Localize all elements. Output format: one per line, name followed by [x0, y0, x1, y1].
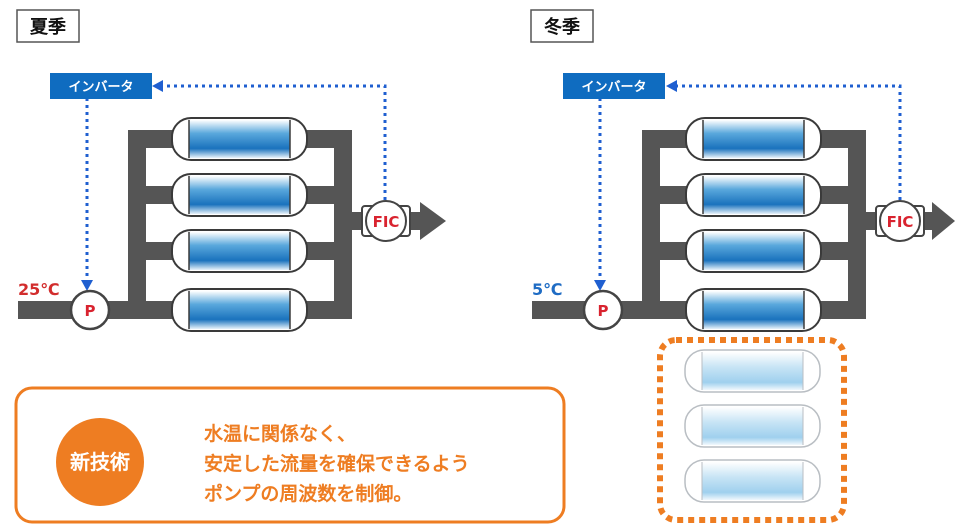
winter-added-membrane [684, 404, 821, 448]
summer-signal-arrow-down [81, 280, 93, 291]
summer-fic-controller: FIC [361, 200, 411, 242]
summer-signal-arrow-left [152, 80, 163, 92]
winter-inverter-label: インバータ [581, 80, 646, 95]
summer-title-box [16, 9, 80, 43]
summer-pump-label: P [85, 302, 96, 320]
winter-signal-lines [598, 84, 902, 282]
callout-badge [56, 418, 144, 506]
callout-line-2: 安定した流量を確保できるよう [204, 452, 470, 475]
summer-membrane [171, 229, 308, 273]
summer-inverter-label: インバータ [68, 80, 133, 95]
summer-signal-lines [85, 84, 387, 282]
summer-membrane [171, 288, 308, 332]
winter-membrane [685, 117, 822, 161]
winter-title: 冬季 [544, 16, 580, 38]
winter-membrane [685, 288, 822, 332]
winter-added-membrane [684, 459, 821, 503]
summer-pump [69, 289, 111, 331]
winter-fic-controller: FIC [875, 200, 925, 242]
callout-box: 新技術 水温に関係なく、 安定した流量を確保できるよう ポンプの周波数を制御。 [14, 386, 566, 524]
summer-title: 夏季 [30, 17, 66, 38]
winter-temperature: 5℃ [532, 280, 563, 299]
summer-membrane [171, 117, 308, 161]
winter-title-box [530, 9, 594, 43]
winter-added-membranes [684, 349, 821, 503]
winter-panel: 冬季 [530, 9, 955, 523]
callout-line-3: ポンプの周波数を制御。 [204, 482, 412, 505]
summer-temperature: 25℃ [18, 280, 60, 299]
summer-fic-label: FIC [373, 213, 400, 231]
winter-membranes [685, 117, 822, 332]
winter-pump-label: P [598, 302, 609, 320]
winter-signal-arrow-down [594, 280, 606, 291]
winter-inverter-box [563, 73, 665, 99]
winter-added-membrane [684, 349, 821, 393]
summer-membranes [171, 117, 308, 332]
winter-signal-arrow-left [666, 80, 677, 92]
summer-inverter-box [50, 73, 152, 99]
summer-membrane [171, 173, 308, 217]
winter-membrane [685, 173, 822, 217]
callout-line-1: 水温に関係なく、 [204, 422, 356, 445]
winter-fic-label: FIC [887, 213, 914, 231]
callout-badge-label: 新技術 [70, 450, 130, 474]
summer-panel: 夏季 [16, 9, 446, 332]
winter-membrane [685, 229, 822, 273]
winter-pump [582, 289, 624, 331]
